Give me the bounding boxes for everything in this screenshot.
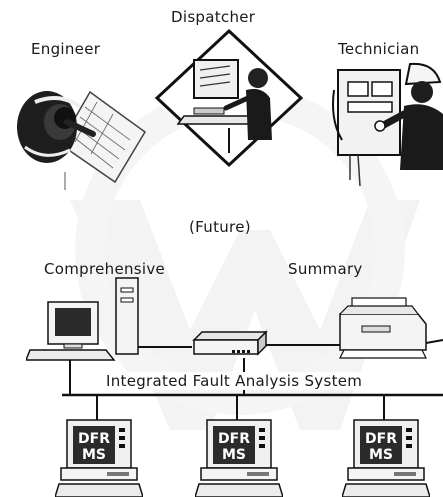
- printer-icon: [339, 297, 427, 359]
- dfr-line1: DFR: [365, 431, 397, 447]
- system-label: Integrated Fault Analysis System: [104, 372, 365, 390]
- dfr-unit: DFR MS: [342, 419, 430, 497]
- future-label: (Future): [189, 218, 251, 236]
- engineer-icon: [17, 90, 146, 190]
- network-hub-icon: [192, 330, 268, 356]
- dfr-unit: DFR MS: [195, 419, 283, 497]
- engineer-label: Engineer: [31, 40, 101, 58]
- dfr-line2: MS: [222, 447, 246, 463]
- dfr-line2: MS: [82, 447, 106, 463]
- summary-label: Summary: [288, 260, 363, 278]
- dfr-line1: DFR: [218, 431, 250, 447]
- dispatcher-label: Dispatcher: [171, 8, 256, 26]
- comprehensive-label: Comprehensive: [44, 260, 166, 278]
- dfr-unit: DFR MS: [55, 419, 143, 497]
- workstation-computer-icon: [26, 277, 139, 361]
- technician-icon: [332, 62, 443, 187]
- dfr-line2: MS: [369, 447, 393, 463]
- dfr-line1: DFR: [78, 431, 110, 447]
- dispatcher-icon: [154, 28, 304, 168]
- technician-label: Technician: [338, 40, 420, 58]
